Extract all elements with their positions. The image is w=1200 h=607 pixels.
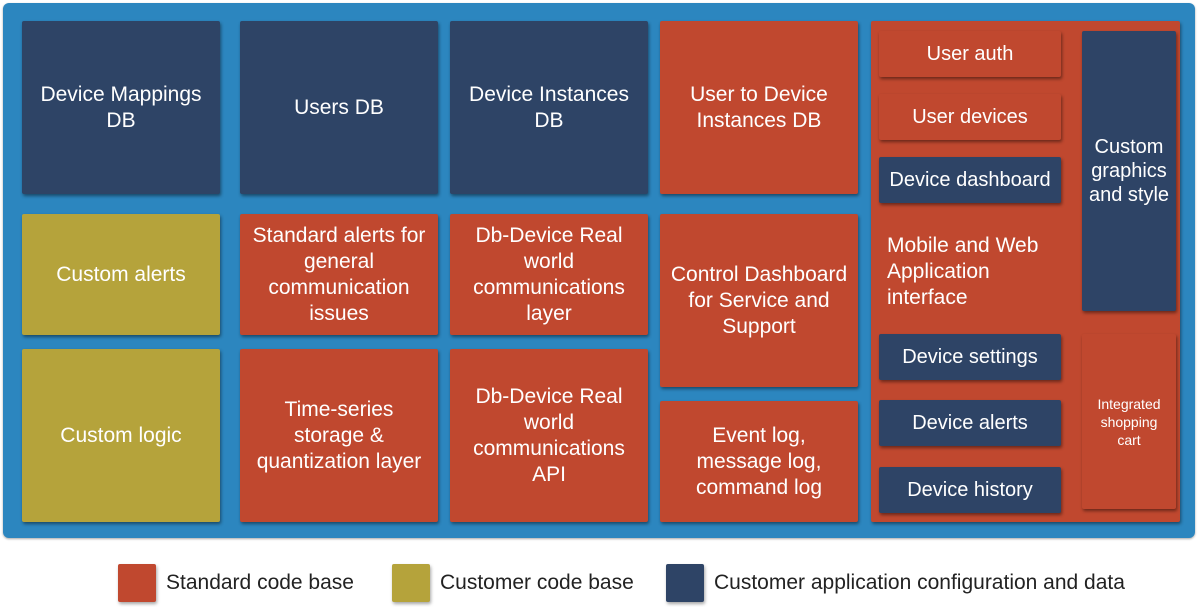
user-to-device-db-box: User to Device Instances DB (660, 21, 858, 194)
device-instances-db-box: Device Instances DB (450, 21, 648, 194)
custom-alerts-box: Custom alerts (22, 214, 220, 335)
control-dashboard-box: Control Dashboard for Service and Suppor… (660, 214, 858, 387)
legend-swatch-customer (392, 564, 430, 602)
timeseries-storage-box: Time-series storage & quantization layer (240, 349, 438, 522)
standard-alerts-box: Standard alerts for general communicatio… (240, 214, 438, 335)
device-settings-box: Device settings (879, 334, 1061, 380)
communications-api-box: Db-Device Real world communications API (450, 349, 648, 522)
event-log-box: Event log, message log, command log (660, 401, 858, 522)
device-alerts-box: Device alerts (879, 400, 1061, 446)
legend-label-customer: Customer code base (440, 571, 634, 594)
custom-graphics-box: Custom graphics and style (1082, 31, 1176, 311)
custom-logic-box: Custom logic (22, 349, 220, 522)
legend-label-config: Customer application configuration and d… (714, 571, 1125, 594)
device-mappings-db-box: Device Mappings DB (22, 21, 220, 194)
user-auth-box: User auth (879, 31, 1061, 77)
device-history-box: Device history (879, 467, 1061, 513)
app-interface-label: Mobile and Web Application interface (887, 234, 1039, 309)
shopping-cart-box: Integrated shopping cart (1082, 334, 1176, 509)
user-devices-box: User devices (879, 94, 1061, 140)
legend-label-standard: Standard code base (166, 571, 354, 594)
legend-swatch-standard (118, 564, 156, 602)
legend-swatch-config (666, 564, 704, 602)
users-db-box: Users DB (240, 21, 438, 194)
communications-layer-box: Db-Device Real world communications laye… (450, 214, 648, 335)
device-dashboard-box: Device dashboard (879, 157, 1061, 203)
